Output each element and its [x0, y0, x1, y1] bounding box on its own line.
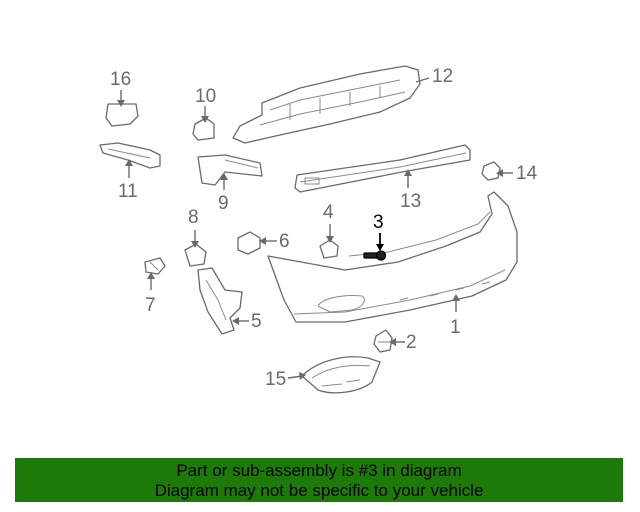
callout-10: 10	[195, 86, 216, 123]
label-1: 1	[450, 317, 461, 338]
callout-4: 4	[323, 202, 334, 243]
part-15-reflector	[301, 356, 381, 394]
part-7-screw	[144, 257, 166, 275]
callout-7: 7	[145, 272, 156, 316]
part-9-bracket	[197, 154, 263, 186]
callout-6: 6	[259, 231, 290, 252]
part-5-side-bracket	[197, 267, 243, 335]
label-10: 10	[195, 86, 216, 107]
part-11-bracket	[99, 142, 161, 169]
label-3: 3	[373, 212, 384, 233]
callout-8: 8	[188, 207, 199, 248]
label-4: 4	[323, 202, 334, 223]
callout-15: 15	[265, 369, 306, 390]
part-13-reinforcement	[294, 144, 471, 193]
label-15: 15	[265, 369, 286, 390]
banner-line-1: Part or sub-assembly is #3 in diagram	[176, 461, 462, 480]
parts-diagram: 12 13 16 11 10	[99, 65, 538, 394]
callout-5: 5	[232, 311, 262, 332]
callout-16: 16	[110, 69, 131, 107]
banner-line-2: Diagram may not be specific to your vehi…	[154, 481, 484, 500]
callout-1: 1	[450, 294, 461, 338]
part-1-bumper-cover	[267, 191, 518, 323]
part-16-bracket	[105, 103, 139, 127]
label-14: 14	[516, 163, 538, 184]
part-10-clip	[192, 117, 215, 141]
callout-2: 2	[389, 332, 417, 353]
part-8-clip	[184, 243, 207, 267]
label-16: 16	[110, 69, 131, 90]
callout-9: 9	[218, 173, 229, 214]
callout-11: 11	[118, 159, 138, 202]
callout-13: 13	[400, 169, 421, 212]
part-2-clip	[373, 329, 393, 353]
label-7: 7	[145, 295, 156, 316]
part-3-bolt	[363, 250, 387, 261]
part-6-grommet	[237, 231, 261, 255]
label-5: 5	[251, 311, 262, 332]
label-11: 11	[118, 181, 138, 202]
part-14-nut	[481, 161, 501, 181]
label-2: 2	[406, 332, 417, 353]
part-4-clip	[319, 239, 339, 259]
label-9: 9	[218, 193, 229, 214]
part-12-absorber	[232, 65, 421, 144]
callout-3: 3	[373, 212, 384, 251]
callout-12: 12	[415, 66, 453, 87]
label-12: 12	[432, 66, 453, 87]
info-banner: Part or sub-assembly is #3 in diagram Di…	[15, 458, 623, 502]
callout-14: 14	[496, 163, 538, 184]
label-13: 13	[400, 191, 421, 212]
label-8: 8	[188, 207, 199, 228]
label-6: 6	[279, 231, 290, 252]
